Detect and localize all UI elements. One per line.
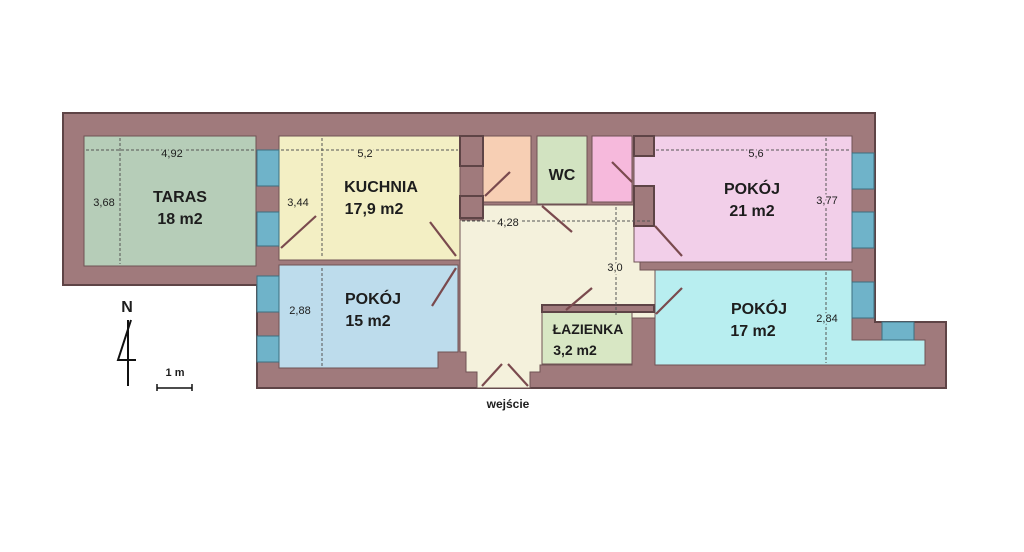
dim-hall-width: 4,28: [497, 217, 518, 229]
door: [429, 221, 457, 257]
room-name-kuchnia: KUCHNIA: [344, 179, 418, 196]
room-area-taras: 18 m2: [157, 211, 202, 228]
room-name-pokoj-prawy: POKÓJ: [731, 299, 787, 318]
room-name-wc: WC: [549, 167, 576, 184]
scale-label: 1 m: [166, 367, 185, 379]
door: [655, 287, 683, 315]
door: [541, 205, 573, 233]
room-name-taras: TARAS: [153, 189, 207, 206]
wall-stub: [459, 135, 484, 167]
window: [256, 211, 280, 247]
dim-taras-width: 4,92: [161, 148, 182, 160]
window: [851, 281, 875, 319]
room-area-kuchnia: 17,9 m2: [345, 201, 404, 218]
dim-pokoj-prawy-height: 2,84: [816, 313, 837, 325]
room-area-pokoj-lewy: 15 m2: [345, 313, 390, 330]
door: [565, 287, 593, 311]
dim-kuchnia-width: 5,2: [357, 148, 372, 160]
entrance-label: wejście: [486, 397, 530, 411]
door: [280, 215, 317, 249]
dim-taras-height: 3,68: [93, 197, 114, 209]
room-taras: [83, 135, 257, 267]
room-area-lazienka: 3,2 m2: [553, 342, 597, 358]
room-pokoj-duzy: [633, 135, 853, 263]
room-name-pokoj-lewy: POKÓJ: [345, 289, 401, 308]
window: [881, 321, 915, 341]
dim-pokoj-duzy-width: 5,6: [748, 148, 763, 160]
room-wc: [536, 135, 588, 205]
room-kuchnia: [278, 135, 461, 261]
window: [256, 149, 280, 187]
door: [611, 161, 633, 183]
scale-bar: [156, 384, 193, 391]
room-area-pokoj-duzy: 21 m2: [729, 203, 774, 220]
dim-pokoj-duzy-height: 3,77: [816, 195, 837, 207]
room-name-lazienka: ŁAZIENKA: [553, 321, 624, 337]
room-pokoj-prawy: [654, 269, 926, 366]
dim-hall-height: 3,0: [607, 262, 622, 274]
wall-stub: [633, 185, 655, 227]
door: [484, 171, 511, 197]
window: [851, 211, 875, 249]
north-label: N: [121, 299, 133, 316]
entrance-door: [481, 363, 503, 387]
closet-pink: [591, 135, 633, 203]
wall-stub: [459, 195, 484, 219]
entrance-door: [507, 363, 529, 387]
window: [851, 152, 875, 190]
window: [256, 335, 280, 363]
wall-stub: [541, 304, 655, 313]
room-pokoj-lewy: [278, 264, 459, 369]
door: [431, 267, 457, 307]
room-area-pokoj-prawy: 17 m2: [730, 323, 775, 340]
room-name-pokoj-duzy: POKÓJ: [724, 179, 780, 198]
door: [654, 225, 683, 257]
north-arrow-icon: [116, 319, 136, 386]
window: [256, 275, 280, 313]
dim-pokoj-lewy-height: 2,88: [289, 305, 310, 317]
wall-stub: [633, 135, 655, 157]
dim-kuchnia-height: 3,44: [287, 197, 308, 209]
